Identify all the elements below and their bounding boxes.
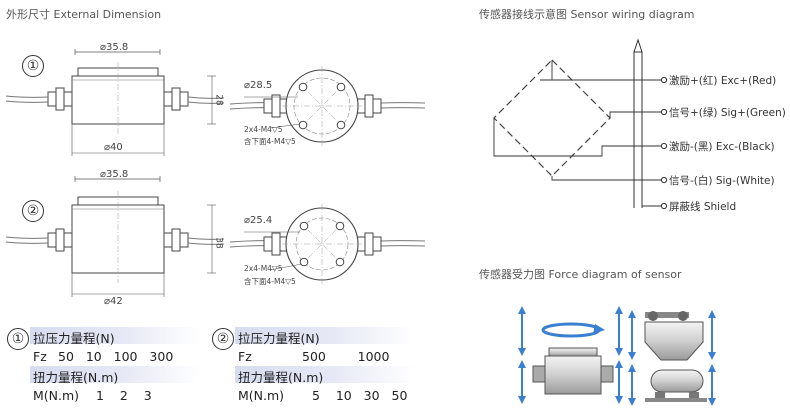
model-1-top-view [230,66,426,146]
specs-2-torque-bar [235,366,415,383]
specs-2-force-bar [235,327,415,344]
model-2-top-diameter: ⌀35.8 [100,169,129,180]
specs-1-fz-label: Fz [33,349,47,364]
specs-1-fz-values: 50 10 100 300 [58,349,174,364]
external-dimension-heading: 外形尺寸 External Dimension [6,8,162,21]
specs-2-torque-title: 扭力量程(N.m) [238,370,324,385]
force-diagram-heading: 传感器受力图 Force diagram of sensor [479,268,682,281]
specs-2-force-title: 拉压力量程(N) [238,331,320,346]
wire-shield: 屏蔽线 Shield [669,201,737,213]
model-2-side-view [5,176,225,297]
model-2-top-view [230,204,426,284]
wiring-diagram-heading: 传感器接线示意图 Sensor wiring diagram [479,8,695,21]
model-2-bottom-diameter: ⌀42 [104,296,123,307]
model-1-top-diameter: ⌀35.8 [100,42,129,53]
wire-exc-plus: 激励+(红) Exc+(Red) [669,75,777,87]
specs-1-m-label: M(N.m) [33,388,80,403]
specs-1-torque-title: 扭力量程(N.m) [33,370,119,385]
model-1-thread-spec: 2x4-M4▽5 [244,125,283,134]
wire-sig-minus: 信号-(白) Sig-(White) [669,175,775,187]
specs-2-fz-values: 500 1000 [302,349,390,364]
specs-2-m-values: 5 10 30 50 [312,388,408,403]
model-1-thread-spec-2: 含下面4-M4▽5 [244,137,296,146]
model-2-bolt-circle: ⌀25.4 [244,215,273,226]
force-diagram [518,306,716,406]
wiring-diagram [493,38,668,210]
model-1-bolt-circle: ⌀28.5 [244,80,273,91]
model-1-height: 28 [213,94,224,106]
model-1-number: ① [22,55,44,77]
model-2-thread-spec-2: 含下面4-M4▽5 [244,277,296,286]
specs-1-m-values: 1 2 3 [96,388,152,403]
specs-1-force-bar [30,327,200,344]
specs-2-number: ② [212,328,234,350]
specs-2-fz-label: Fz [238,349,252,364]
wire-exc-minus: 激励-(黑) Exc-(Black) [669,141,775,153]
specs-1-torque-bar [30,366,200,383]
model-2-number: ② [22,200,44,222]
specs-1-number: ① [7,328,29,350]
specs-1-force-title: 拉压力量程(N) [33,331,115,346]
wire-sig-plus: 信号+(绿) Sig+(Green) [669,107,786,119]
model-2-height: 38 [213,237,224,249]
model-1-side-view [5,49,225,156]
specs-2-m-label: M(N.m) [238,388,285,403]
model-1-bottom-diameter: ⌀40 [104,142,123,153]
model-2-thread-spec: 2x4-M4▽5 [244,264,283,273]
